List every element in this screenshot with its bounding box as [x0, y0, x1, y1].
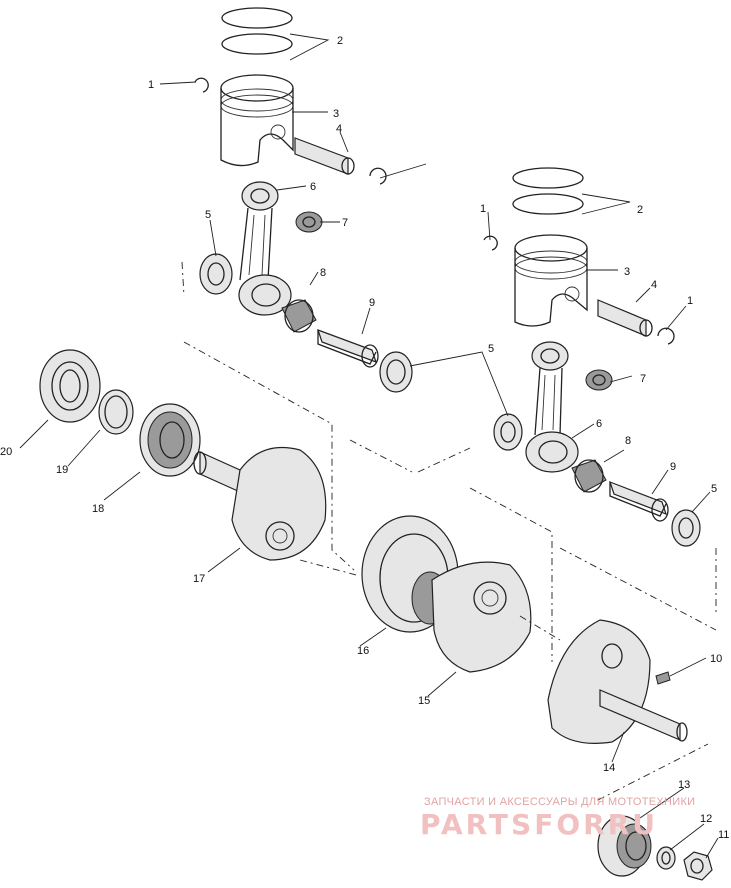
left-piston-circlip	[194, 77, 209, 93]
callout-6-right: 6	[596, 418, 602, 430]
left-inner-bearing	[139, 403, 201, 477]
right-piston	[514, 234, 588, 327]
callout-16: 16	[357, 645, 369, 657]
callout-labels: 2 1 3 4 6 5 7 8 9 20 19 18 17 2 1 3 4 1 …	[0, 35, 729, 841]
right-small-end-bearing	[585, 369, 613, 391]
assembly-center-lines	[181, 261, 717, 801]
callout-2: 2	[337, 35, 343, 47]
callout-12: 12	[700, 813, 712, 825]
callout-18: 18	[92, 503, 104, 515]
left-piston-pin	[294, 137, 355, 175]
callout-8: 8	[320, 267, 326, 279]
right-nut-11	[683, 851, 713, 881]
far-right-washer-5	[671, 509, 701, 547]
leader-lines	[19, 33, 719, 859]
callout-20: 20	[0, 446, 12, 458]
right-piston-circlip	[483, 235, 498, 251]
right-pin-circlip	[657, 327, 675, 345]
left-pin-circlip	[369, 167, 387, 185]
callout-6: 6	[310, 181, 316, 193]
left-crank-half	[193, 446, 327, 561]
callout-5: 5	[205, 209, 211, 221]
callout-3-right: 3	[624, 266, 630, 278]
callout-2-right: 2	[637, 204, 643, 216]
right-crank-pin	[609, 480, 669, 522]
left-crank-pin	[317, 329, 379, 368]
right-connecting-rod	[525, 341, 579, 473]
left-washer-5	[199, 253, 233, 295]
callout-1: 1	[148, 79, 154, 91]
callout-5-center: 5	[488, 343, 494, 355]
left-outer-bearing	[39, 349, 101, 423]
callout-8-right: 8	[625, 435, 631, 447]
right-main-bearing	[597, 815, 652, 877]
right-piston-pin	[597, 299, 653, 337]
left-small-end-bearing	[295, 211, 323, 233]
left-piston-rings	[221, 7, 293, 55]
callout-19: 19	[56, 464, 68, 476]
callout-11: 11	[718, 829, 729, 841]
left-piston	[220, 74, 294, 167]
callout-7: 7	[342, 217, 348, 229]
right-washer-5	[493, 413, 523, 451]
callout-9: 9	[369, 297, 375, 309]
callout-5-right: 5	[711, 483, 717, 495]
callout-4: 4	[336, 123, 342, 135]
callout-9-right: 9	[670, 461, 676, 473]
right-piston-rings	[512, 167, 584, 215]
callout-7-right: 7	[640, 373, 646, 385]
watermark-brand: PARTSFORRU	[420, 808, 658, 841]
right-big-end-bearing	[571, 459, 607, 493]
callout-17: 17	[193, 573, 205, 585]
callout-1-far-right: 1	[687, 295, 693, 307]
callout-13: 13	[678, 779, 690, 791]
callout-15: 15	[418, 695, 430, 707]
callout-10: 10	[710, 653, 722, 665]
woodruff-key	[655, 671, 671, 685]
watermark: ЗАПЧАСТИ И АКСЕССУАРЫ ДЛЯ МОТОТЕХНИКИ PA…	[420, 796, 695, 841]
left-spacer-ring	[98, 389, 134, 435]
watermark-subtitle: ЗАПЧАСТИ И АКСЕССУАРЫ ДЛЯ МОТОТЕХНИКИ	[424, 796, 695, 808]
right-washer-12	[656, 846, 676, 870]
callout-3: 3	[333, 108, 339, 120]
center-crank-half	[431, 561, 532, 673]
callout-4-right: 4	[651, 279, 657, 291]
right-crank-half	[547, 619, 688, 744]
callout-1-right: 1	[480, 203, 486, 215]
center-washer-5	[379, 351, 413, 393]
left-big-end-bearing	[281, 299, 317, 333]
left-connecting-rod	[238, 181, 292, 316]
callout-14: 14	[603, 762, 615, 774]
